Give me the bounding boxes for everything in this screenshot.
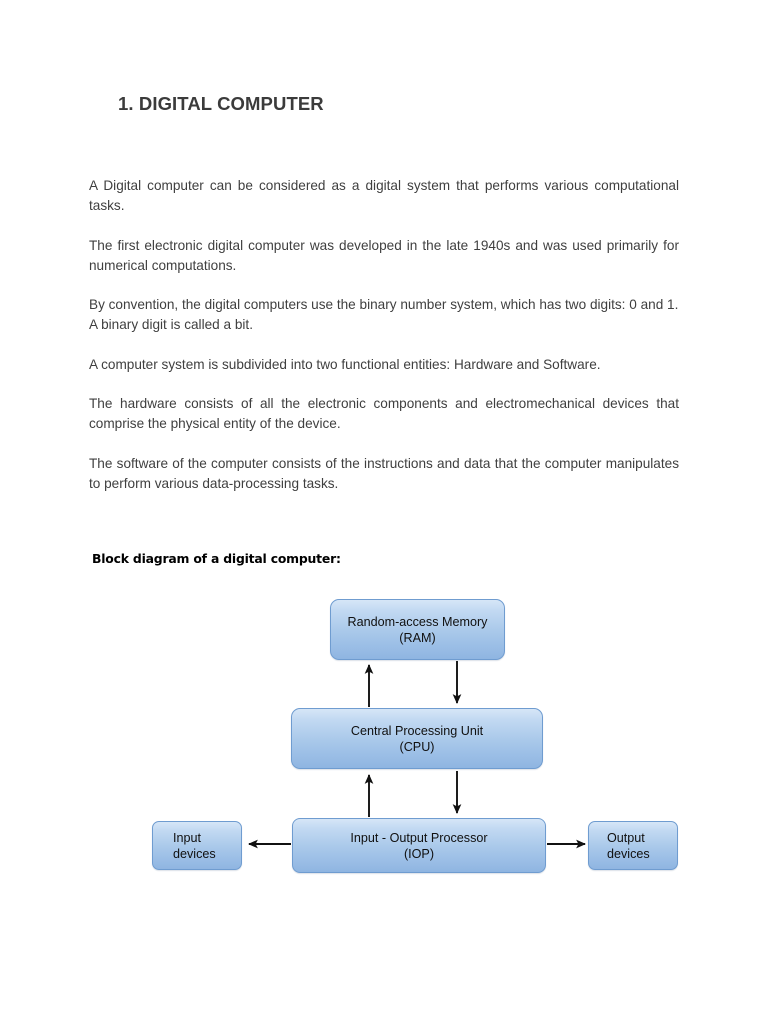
diagram-node-iop[interactable]: Input - Output Processor (IOP) (292, 818, 546, 873)
figure-caption: Block diagram of a digital computer: (92, 551, 341, 566)
node-input-line2: devices (173, 846, 216, 861)
page-title: 1. DIGITAL COMPUTER (118, 93, 324, 114)
node-ram-line1: Random-access Memory (347, 614, 488, 629)
diagram-node-output-devices[interactable]: Output devices (588, 821, 678, 870)
node-ram-line2: (RAM) (399, 630, 436, 645)
paragraph-5: The hardware consists of all the electro… (89, 396, 679, 432)
node-cpu-line1: Central Processing Unit (350, 723, 484, 738)
paragraph-2: The first electronic digital computer wa… (89, 237, 679, 273)
body-text-block: A Digital computer can be considered as … (89, 176, 679, 494)
node-iop-line2: (IOP) (403, 846, 435, 861)
paragraph-6: The software of the computer consists of… (89, 455, 679, 491)
node-output-line1: Output (607, 830, 645, 845)
node-output-line2: devices (607, 846, 650, 861)
diagram-node-ram[interactable]: Random-access Memory (RAM) (330, 599, 505, 660)
diagram-node-input-devices[interactable]: Input devices (152, 821, 242, 870)
paragraph-3: By convention, the digital computers use… (89, 297, 679, 333)
node-iop-line1: Input - Output Processor (350, 830, 488, 845)
paragraph-4: A computer system is subdivided into two… (89, 356, 601, 372)
paragraph-1: A Digital computer can be considered as … (89, 178, 679, 214)
node-cpu-line2: (CPU) (399, 739, 435, 754)
diagram-node-cpu[interactable]: Central Processing Unit (CPU) (291, 708, 543, 769)
node-input-line1: Input (173, 830, 202, 845)
